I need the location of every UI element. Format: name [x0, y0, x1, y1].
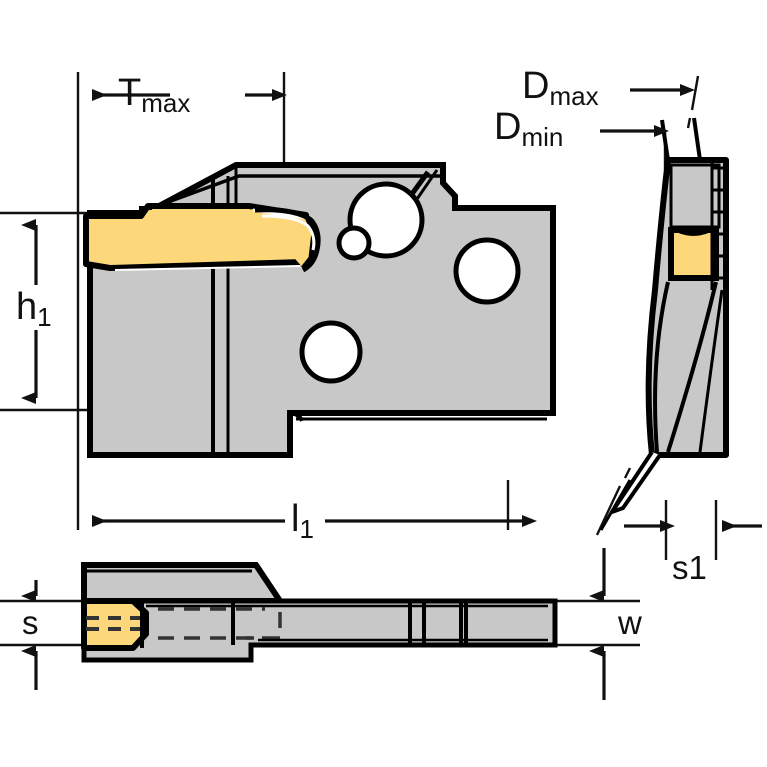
mounting-hole-lower	[299, 320, 363, 384]
front-view-group	[83, 162, 556, 458]
top-view-group	[81, 562, 558, 663]
dimension-label-dmin: Dmin	[494, 106, 563, 150]
insert-seat-highlight-2	[114, 265, 301, 271]
top-view-insert	[81, 598, 149, 651]
body-top-chamfer-line	[159, 174, 441, 207]
tmax-subscript: max	[141, 88, 191, 118]
top-view-partition-lines	[140, 601, 468, 648]
end-view-leader-stem-2	[692, 117, 702, 161]
l1-symbol: l	[291, 498, 300, 540]
l1-subscript: 1	[299, 514, 314, 544]
end-view-tip-taper-2	[599, 479, 632, 531]
top-view-hidden-edges	[158, 607, 282, 640]
mounting-hole-right	[453, 237, 521, 305]
dimension-label-tmax: Tmax	[118, 72, 190, 116]
end-view-flank-curve-2	[666, 281, 718, 453]
dmin-subscript: min	[521, 122, 564, 152]
dimension-label-l1: l1	[291, 498, 314, 542]
tmax-symbol: T	[118, 72, 142, 114]
end-view-insert	[668, 227, 719, 281]
top-view-insert-grooves	[86, 616, 142, 631]
dimension-label-dmax: Dmax	[522, 65, 599, 109]
dimension-label-s: s	[22, 604, 39, 641]
insert-front-step	[139, 206, 152, 216]
dmax-subscript: max	[549, 81, 599, 111]
h1-subscript: 1	[37, 302, 52, 332]
insert-clamp-tip-inner	[261, 214, 316, 251]
dmin-symbol: D	[494, 106, 522, 148]
end-view-flank-curve-3	[698, 289, 724, 453]
dimension-label-h1: h1	[16, 286, 52, 330]
end-view-group	[599, 117, 729, 531]
dmax-symbol: D	[522, 65, 550, 107]
dimension-lines	[21, 84, 762, 700]
top-view-shank-body	[81, 598, 558, 663]
end-view-serrations	[710, 160, 726, 290]
insert-pocket-notch	[441, 181, 457, 208]
insert-clamp-tip	[254, 207, 321, 273]
end-view-flank-curve-1	[653, 281, 670, 453]
dimension-label-s1: s1	[672, 549, 707, 586]
relief-hole-small	[336, 225, 372, 261]
h1-symbol: h	[16, 286, 38, 328]
dimension-label-w: w	[618, 604, 642, 641]
end-view-tip-taper	[610, 450, 662, 514]
body-lower-step-corner	[291, 411, 304, 422]
